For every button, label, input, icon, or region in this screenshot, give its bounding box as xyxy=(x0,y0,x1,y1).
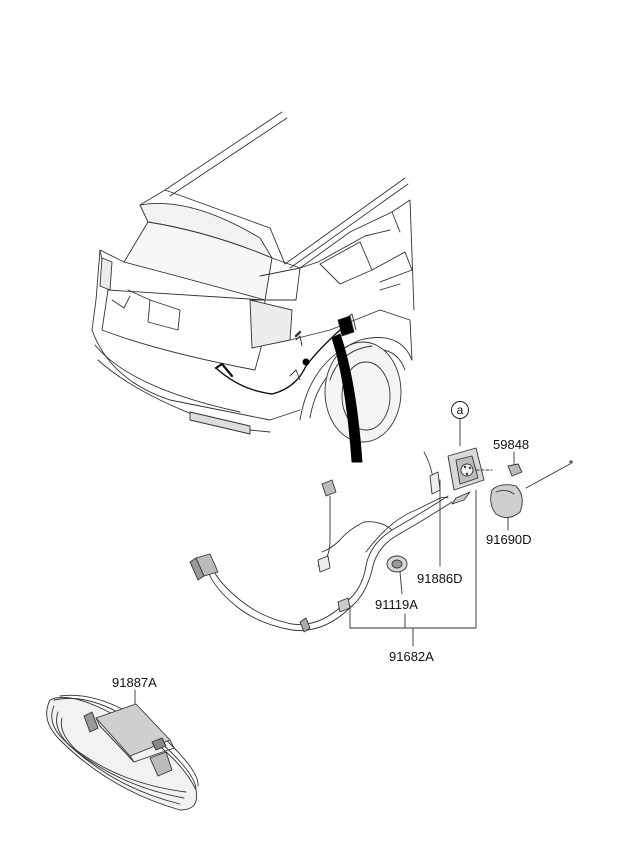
portable-charger-91887A xyxy=(46,689,199,811)
part-label-91886D[interactable]: 91886D xyxy=(417,571,463,586)
part-label-91119A[interactable]: 91119A xyxy=(375,597,418,612)
part-label-59848[interactable]: 59848 xyxy=(493,437,530,452)
part-label-91690D[interactable]: 91690D xyxy=(486,532,532,547)
part-label-91682A[interactable]: 91682A xyxy=(389,649,434,664)
charge-cap-91690D xyxy=(490,460,573,531)
charge-port-assembly xyxy=(447,418,493,491)
part-label-91887A[interactable]: 91887A xyxy=(112,675,157,690)
callout-a: a xyxy=(451,401,469,419)
wiring-harness-91682A xyxy=(189,451,477,647)
clip-59848 xyxy=(507,451,523,477)
vehicle-illustration xyxy=(91,111,415,463)
